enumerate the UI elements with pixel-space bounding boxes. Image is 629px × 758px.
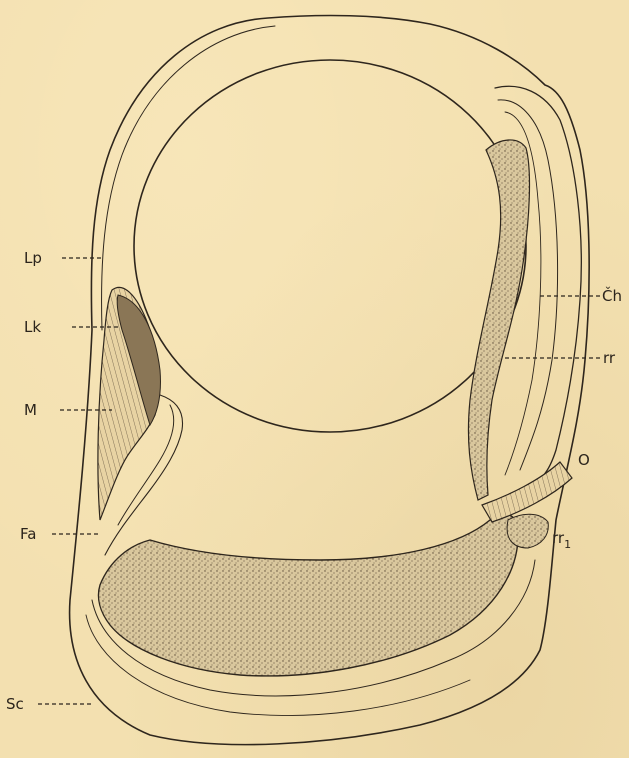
label-ch: Čh (602, 286, 622, 305)
central-vesicle (134, 60, 526, 432)
right-small-body (507, 514, 548, 548)
label-m: M (24, 401, 37, 419)
label-fa: Fa (20, 525, 36, 543)
label-rr1-base: rr (552, 529, 565, 547)
right-tube (482, 462, 572, 522)
label-lk: Lk (24, 318, 41, 336)
right-stippled-band (468, 140, 529, 500)
label-o: O (578, 451, 590, 469)
label-rr: rr (603, 349, 616, 367)
outer-sac-inner-line (102, 26, 275, 330)
label-lp: Lp (24, 249, 42, 267)
lower-stippled-band (98, 514, 518, 676)
label-rr1-sub: 1 (564, 538, 571, 551)
label-sc: Sc (6, 695, 24, 713)
label-rr1: rr1 (552, 529, 571, 551)
